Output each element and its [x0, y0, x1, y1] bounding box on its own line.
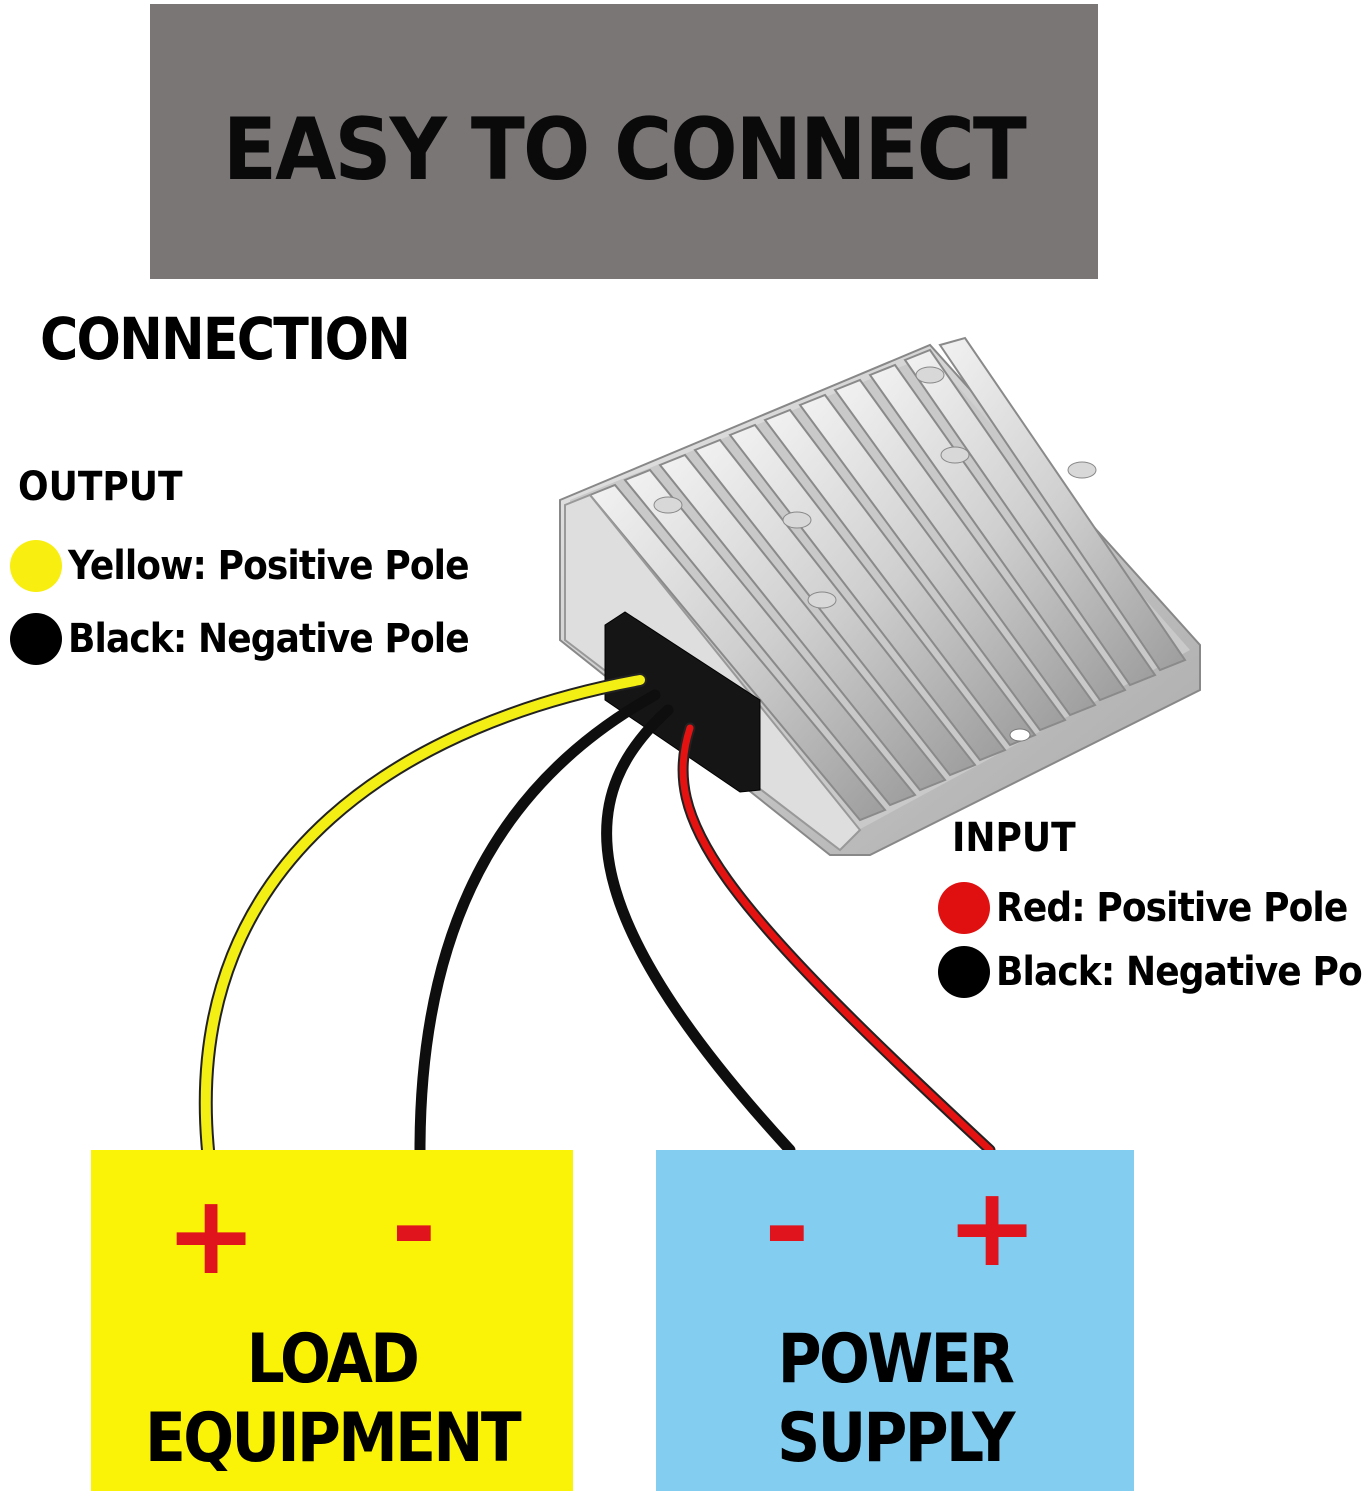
load-plus-sign: + — [165, 1171, 258, 1299]
input-legend-black: Black: Negative Pole — [938, 942, 1363, 1002]
input-legend-red: Red: Positive Pole — [938, 878, 1363, 938]
output-legend-yellow: Yellow: Positive Pole — [10, 536, 513, 596]
power-supply-label: POWER SUPPLY — [777, 1320, 1015, 1478]
black-wire — [414, 689, 661, 1156]
output-heading: OUTPUT — [18, 464, 183, 510]
power-supply-box: - + POWER SUPPLY — [656, 1150, 1134, 1491]
input-heading: INPUT — [952, 815, 1076, 861]
converter-body — [559, 336, 1201, 856]
power-plus-sign: + — [946, 1163, 1039, 1291]
connection-heading: CONNECTION — [40, 305, 411, 373]
load-equipment-box: + - LOAD EQUIPMENT — [91, 1150, 573, 1491]
title-banner: EASY TO CONNECT — [150, 4, 1098, 279]
input-red-label: Red: Positive Pole — [996, 885, 1348, 931]
black-dot-icon — [938, 946, 990, 998]
load-equipment-label: LOAD EQUIPMENT — [144, 1320, 522, 1478]
power-minus-sign: - — [764, 1163, 810, 1291]
input-black-label: Black: Negative Pole — [996, 949, 1363, 995]
output-black-label: Black: Negative Pole — [68, 616, 470, 662]
black-wire — [601, 704, 796, 1156]
load-minus-sign: - — [391, 1163, 437, 1291]
heatsink-fins — [588, 336, 1187, 822]
red-dot-icon — [938, 882, 990, 934]
output-yellow-label: Yellow: Positive Pole — [68, 543, 470, 589]
banner-title: EASY TO CONNECT — [222, 100, 1027, 200]
black-dot-icon — [10, 613, 62, 665]
output-legend-black: Black: Negative Pole — [10, 609, 513, 669]
yellow-dot-icon — [10, 540, 62, 592]
